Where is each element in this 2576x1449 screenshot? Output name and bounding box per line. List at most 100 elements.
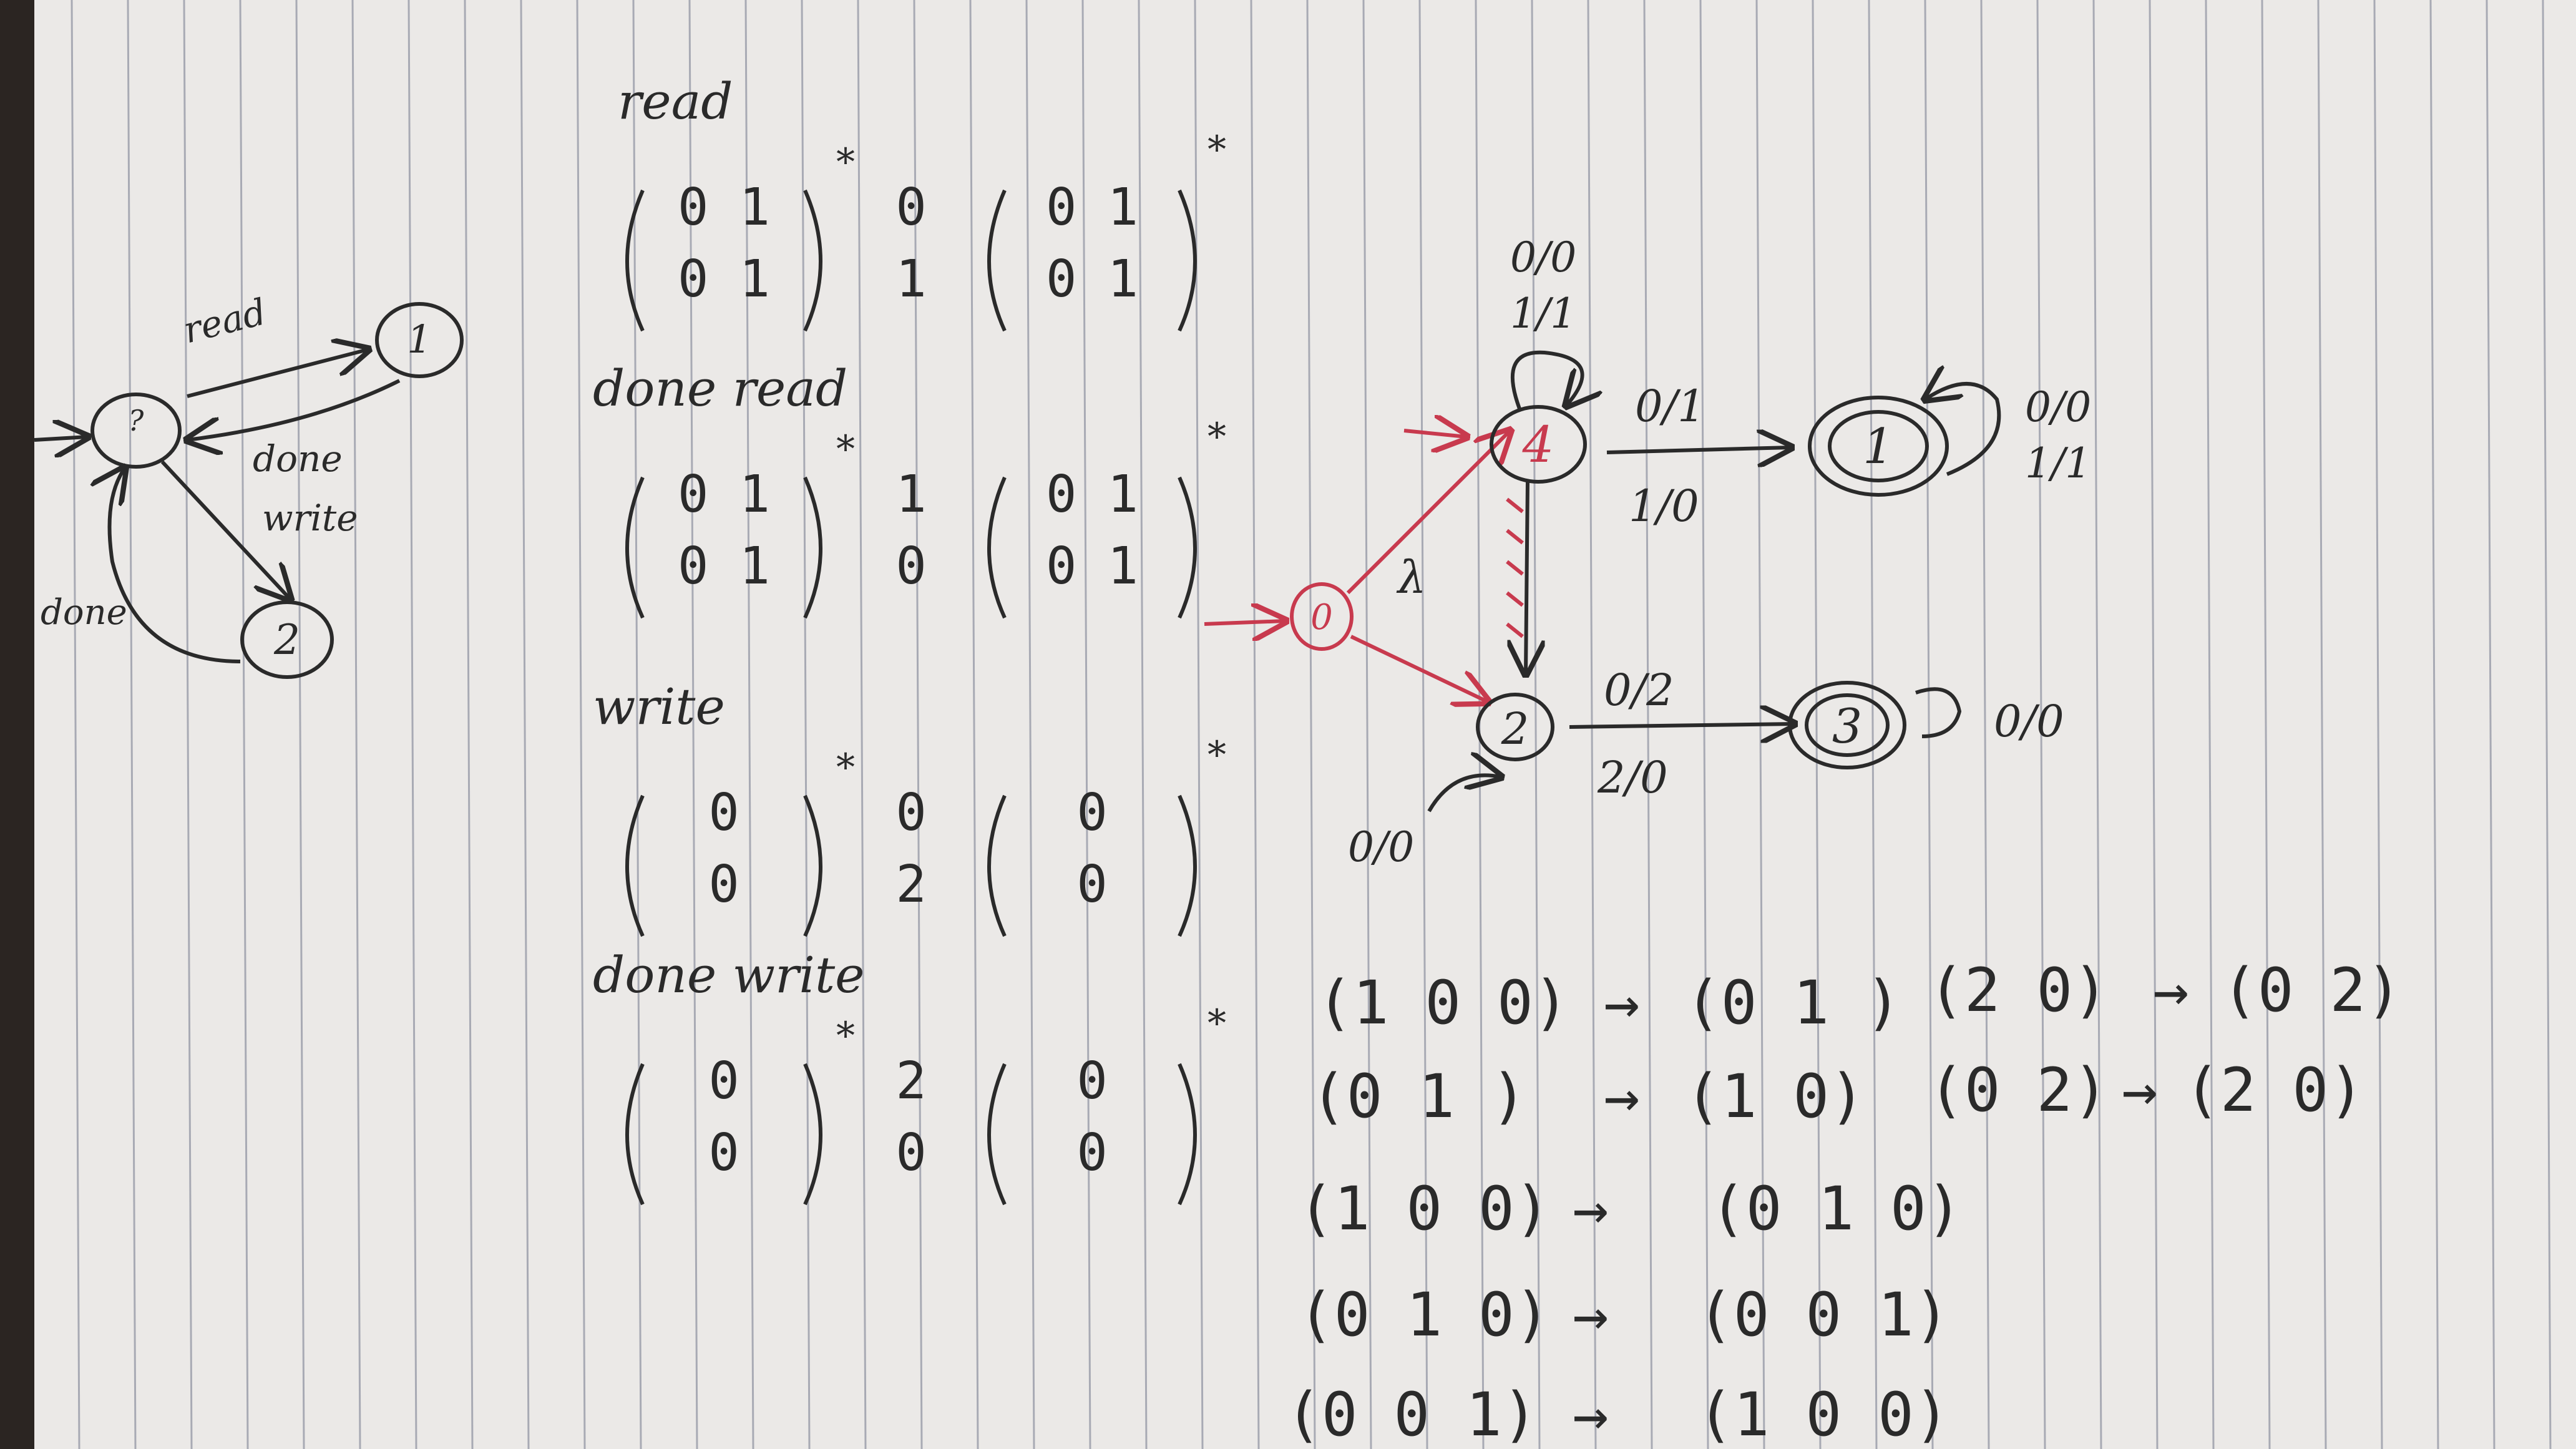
ruled-line	[295, 0, 305, 1449]
binding-strip	[0, 0, 34, 1449]
ruled-line	[1362, 0, 1372, 1449]
rule-arrow: →	[1573, 1280, 1609, 1350]
ruled-line	[1081, 0, 1091, 1449]
matrix-left-cell: 0 1	[678, 537, 770, 596]
red-hatch-marks	[1506, 497, 1524, 638]
state-4-label: 4	[1522, 416, 1554, 474]
state-start-circle	[90, 393, 182, 469]
ruled-line	[913, 0, 923, 1449]
rule-lhs: (0 1 0)	[1298, 1280, 1551, 1350]
rule-arrow: →	[1573, 1380, 1609, 1449]
rule-rhs: (0 1 )	[1685, 968, 1901, 1038]
lambda-label: λ	[1396, 551, 1427, 603]
ruled-line	[2149, 0, 2159, 1449]
transducer-diagram: 0 λ 4 2 1 3 0/0	[1204, 233, 2091, 871]
ruled-line	[688, 0, 698, 1449]
rule-lhs: (1 0 0)	[1298, 1174, 1551, 1244]
kleene-star-right: *	[1208, 415, 1226, 459]
kleene-star-right: *	[1208, 1002, 1226, 1045]
rule-rhs: (2 0)	[2184, 1055, 2364, 1125]
matrix-block-label: write	[593, 678, 725, 736]
matrix-left-cell: 0	[708, 783, 739, 842]
sketch-state-machine	[34, 302, 464, 679]
ruled-line	[2092, 0, 2102, 1449]
rule-arrow: →	[2122, 1055, 2158, 1125]
ruled-line	[2317, 0, 2327, 1449]
ruled-line	[2036, 0, 2046, 1449]
left-vector-left-paren	[625, 476, 645, 619]
matrix-mid-cell: 1	[895, 250, 926, 309]
rule-arrow: →	[1604, 1061, 1640, 1131]
loop-4	[1510, 350, 1583, 409]
right-vector-right-paren	[1178, 1063, 1197, 1206]
ruled-line	[632, 0, 642, 1449]
ruled-line	[969, 0, 979, 1449]
rule-lhs: (2 0)	[1928, 955, 2109, 1025]
ruled-line	[576, 0, 586, 1449]
state-4-circle	[1490, 405, 1587, 484]
rule-lhs: (0 2)	[1928, 1055, 2109, 1125]
rewrite-rule: (0 1 0)→(0 0 1)	[1298, 1280, 1950, 1350]
kleene-star-left: *	[836, 427, 855, 471]
state-2-label: 2	[273, 616, 300, 664]
matrix-right-cell: 0	[1076, 855, 1107, 914]
edge-2-3-top-label: 0/2	[1604, 665, 1674, 716]
kleene-star-left: *	[836, 746, 855, 789]
rule-arrow: →	[1604, 968, 1640, 1038]
ruled-line	[407, 0, 417, 1449]
red-initial-state	[1290, 582, 1354, 651]
loop-3-label: 0/0	[1994, 696, 2064, 747]
red-edge-to-2	[1350, 635, 1488, 702]
rule-rhs: (1 0 0)	[1697, 1380, 1950, 1449]
ruled-line	[1924, 0, 1934, 1449]
right-vector-left-paren	[987, 189, 1007, 332]
right-vector-left-paren	[987, 1063, 1007, 1206]
matrix-right-cell: 0	[1076, 1051, 1107, 1111]
state-2t-label: 2	[1501, 703, 1530, 754]
ruled-line	[464, 0, 474, 1449]
rule-lhs: (0 1 )	[1310, 1061, 1527, 1131]
ruled-line	[71, 0, 80, 1449]
edge-read	[187, 349, 368, 398]
left-vector-left-paren	[625, 1063, 645, 1206]
edge-2-to-3	[1569, 724, 1794, 727]
ruled-line	[351, 0, 361, 1449]
matrix-block-label: read	[618, 72, 733, 130]
ruled-line	[1418, 0, 1428, 1449]
rewrite-rules: (1 0 0)→(0 1 )(2 0)→(0 2)(0 1 )→(1 0)(0 …	[1286, 955, 2402, 1449]
kleene-star-left: *	[836, 1014, 855, 1058]
start-state-label: ?	[129, 404, 144, 437]
state-1-outer	[1808, 396, 1949, 497]
rule-rhs: (0 1 0)	[1710, 1174, 1963, 1244]
state-3-outer	[1788, 681, 1906, 769]
state-1-label: 1	[407, 316, 431, 362]
state-3-label: 3	[1832, 698, 1862, 754]
edge-write	[160, 460, 290, 599]
kleene-star-left: *	[836, 140, 855, 184]
rule-lhs: (1 0 0)	[1317, 968, 1569, 1038]
edge-4-1-top-label: 0/1	[1635, 381, 1705, 432]
matrix-right-cell: 0 1	[1046, 537, 1138, 596]
rewrite-rule: (2 0)→(0 2)	[1928, 955, 2402, 1025]
ruled-line	[1138, 0, 1148, 1449]
ruled-line	[857, 0, 867, 1449]
edge-4-to-2	[1526, 481, 1528, 674]
label-done: done	[41, 592, 127, 633]
label-done-write-2: write	[262, 497, 358, 539]
ruled-lines	[71, 0, 2552, 1449]
ruled-line	[2486, 0, 2496, 1449]
matrix-left-cell: 0 1	[678, 250, 770, 309]
right-vector-left-paren	[987, 476, 1007, 619]
matrix-mid-cell: 0	[895, 178, 926, 237]
matrix-block-label: done read	[593, 359, 847, 417]
ruled-line	[744, 0, 754, 1449]
rule-rhs: (1 0)	[1685, 1061, 1865, 1131]
red-edge-to-4	[1346, 431, 1510, 595]
matrix-right-cell: 0	[1076, 783, 1107, 842]
right-vector-right-paren	[1178, 476, 1197, 619]
ruled-line	[239, 0, 249, 1449]
matrix-right-cell: 0 1	[1046, 178, 1138, 237]
